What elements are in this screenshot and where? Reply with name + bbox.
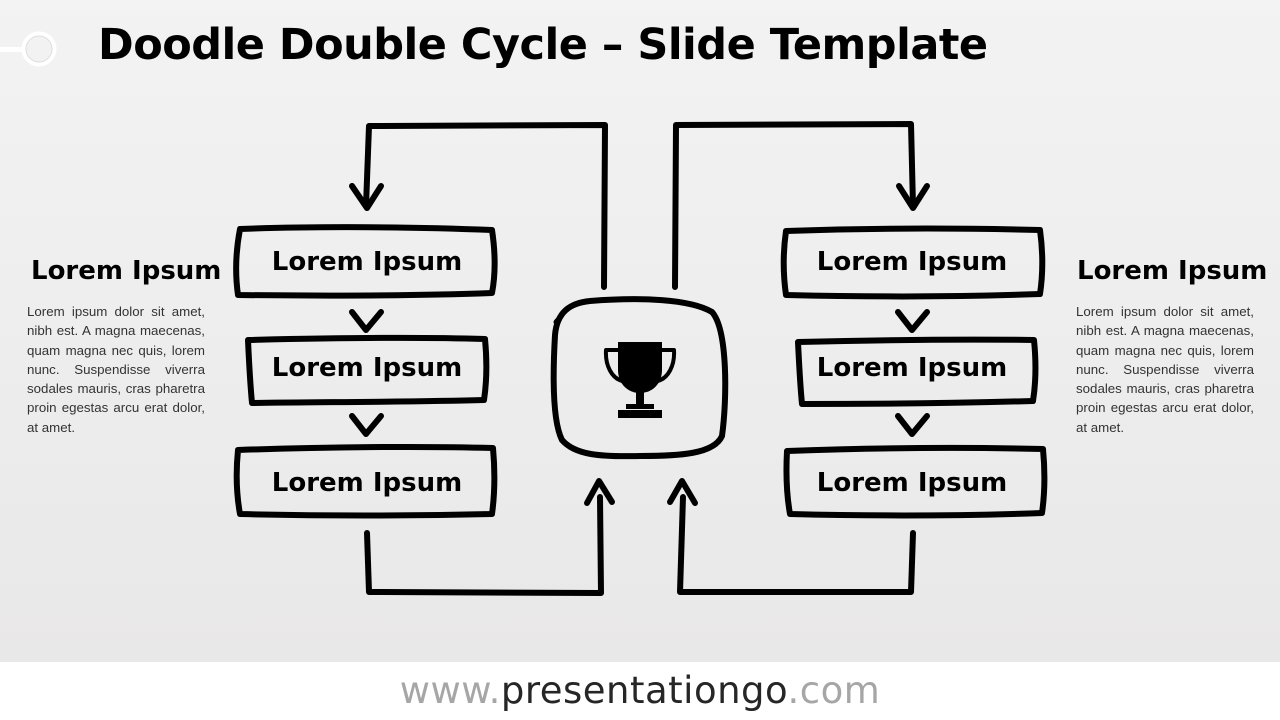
footer-prefix: www. (399, 669, 501, 712)
center-frame (550, 296, 729, 460)
right-box-1-label: Lorem Ipsum (816, 247, 1008, 277)
left-box-3-label: Lorem Ipsum (271, 468, 463, 498)
left-box-2-label: Lorem Ipsum (271, 353, 463, 383)
right-box-1 (780, 225, 1046, 300)
right-box-3-label: Lorem Ipsum (816, 468, 1008, 498)
right-box-2-label: Lorem Ipsum (816, 353, 1008, 383)
left-panel-title: Lorem Ipsum (31, 256, 222, 286)
right-top-connector (672, 121, 916, 290)
slide-title: Doodle Double Cycle – Slide Template (98, 20, 988, 70)
left-bottom-connector (364, 494, 604, 596)
double-cycle-diagram (233, 121, 1048, 596)
footer-brand: presentationgo (500, 669, 788, 712)
right-top-arrowhead (896, 183, 930, 211)
left-bottom-arrowhead (584, 478, 615, 506)
trophy-icon (603, 342, 677, 418)
left-box-1-label: Lorem Ipsum (271, 247, 463, 277)
left-top-arrowhead (349, 183, 384, 211)
left-box-2 (245, 334, 490, 406)
right-arrow-1 (895, 309, 930, 333)
slide: Doodle Double Cycle – Slide Template Lor… (0, 0, 1280, 662)
left-panel-text: Lorem ipsum dolor sit amet, nibh est. A … (27, 304, 205, 435)
right-bottom-arrowhead (667, 478, 698, 506)
pin-icon (0, 31, 57, 67)
right-bottom-connector (677, 494, 916, 595)
left-box-3 (233, 443, 498, 519)
right-box-2 (795, 336, 1039, 407)
left-arrow-2 (349, 413, 384, 437)
left-top-connector (363, 122, 608, 290)
left-box-1 (233, 224, 498, 299)
footer-suffix: .com (787, 669, 881, 712)
right-arrow-2 (895, 413, 930, 437)
left-arrow-1 (349, 309, 384, 333)
right-box-3 (783, 444, 1048, 519)
footer-url[interactable]: www.presentationgo.com (0, 662, 1280, 720)
right-panel-title: Lorem Ipsum (1077, 256, 1268, 286)
right-panel-text: Lorem ipsum dolor sit amet, nibh est. A … (1076, 304, 1254, 435)
